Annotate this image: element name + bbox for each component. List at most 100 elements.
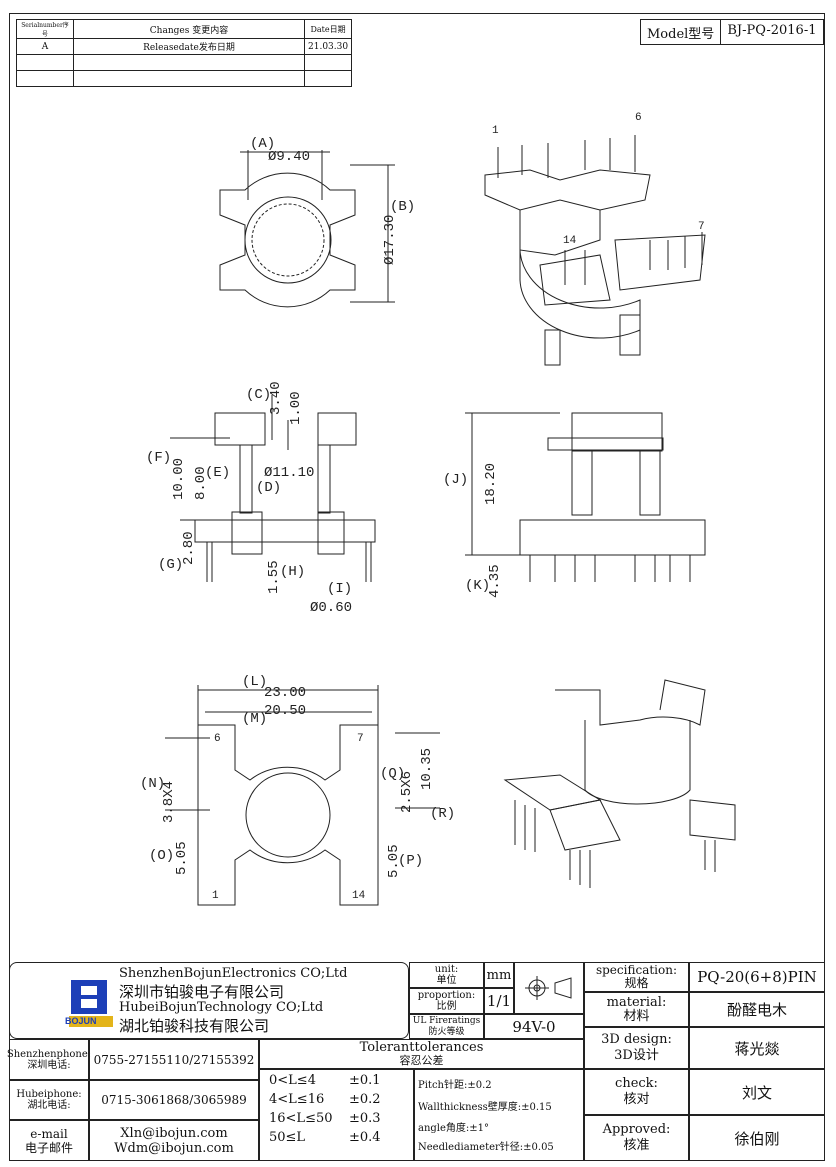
dim-e-label: (E) bbox=[205, 465, 230, 481]
dim-c-label: (C) bbox=[246, 387, 271, 403]
ul-label: UL Fireratings 防火等级 bbox=[409, 1014, 484, 1039]
dim-i-value: Ø0.60 bbox=[310, 600, 352, 616]
email-2: Wdm@ibojun.com bbox=[114, 1140, 234, 1156]
bottom-pin-14: 14 bbox=[352, 890, 366, 902]
dim-g-value: 2.80 bbox=[181, 531, 197, 565]
tol-range: 0<L≤4 bbox=[269, 1073, 316, 1088]
dim-a-label: (A) bbox=[250, 136, 275, 152]
model-value: BJ-PQ-2016-1 bbox=[727, 23, 817, 38]
dim-c-value: 3.40 bbox=[268, 381, 284, 415]
tol-range: 4<L≤16 bbox=[269, 1092, 325, 1107]
dim-p-label: (P) bbox=[398, 853, 423, 869]
dim-b-label: (B) bbox=[390, 199, 415, 215]
technical-drawing: (A) Ø9.40 (B) Ø17.30 1 6 7 14 (C) 3.40 1… bbox=[140, 112, 736, 906]
email-label: e-mail 电子邮件 bbox=[9, 1120, 89, 1161]
tol-value: ±0.2 bbox=[349, 1092, 381, 1107]
dim-e-value: 8.00 bbox=[193, 466, 209, 500]
proportion-value: 1/1 bbox=[484, 988, 514, 1014]
logo-text: BOJUN bbox=[65, 1016, 97, 1026]
pin-6-label: 6 bbox=[635, 112, 642, 124]
bottom-view bbox=[165, 685, 440, 906]
dim-h-value: 1.55 bbox=[266, 560, 282, 594]
design-value: 蒋光燚 bbox=[689, 1027, 825, 1069]
dim-d-label: (D) bbox=[256, 480, 281, 496]
dim-n-label: (N) bbox=[140, 776, 165, 792]
top-view bbox=[219, 150, 395, 308]
side-view-right bbox=[465, 412, 706, 582]
dim-a-value: Ø9.40 bbox=[268, 149, 310, 165]
tolerance-ranges-cell bbox=[259, 1069, 414, 1161]
projection-symbol bbox=[514, 962, 584, 1014]
unit-value: mm bbox=[484, 962, 514, 988]
dim-j-value: 18.20 bbox=[483, 463, 499, 505]
design-label: 3D design: 3D设计 bbox=[584, 1027, 689, 1069]
tol-range: 50≤L bbox=[269, 1130, 306, 1145]
bottom-pin-1: 1 bbox=[212, 890, 219, 902]
iso-view-top bbox=[484, 135, 706, 366]
dim-j-label: (J) bbox=[443, 472, 468, 488]
pin-1-label: 1 bbox=[492, 125, 499, 137]
rev-cell bbox=[303, 70, 353, 87]
model-label: Model型号 bbox=[641, 20, 722, 44]
tol-note: Wallthickness壁厚度:±0.15 bbox=[418, 1102, 552, 1113]
dim-m-label: (M) bbox=[242, 711, 267, 727]
tolerance-title-cn: 容忍公差 bbox=[399, 1054, 444, 1067]
email-1: Xln@ibojun.com bbox=[120, 1125, 228, 1141]
dim-l-label: (L) bbox=[242, 674, 267, 690]
tol-note: Needlediameter针径:±0.05 bbox=[418, 1142, 554, 1153]
material-value: 酚醛电木 bbox=[689, 992, 825, 1027]
bottom-pin-6: 6 bbox=[214, 733, 221, 745]
side-view-left bbox=[170, 395, 376, 582]
bojun-logo bbox=[69, 980, 113, 1027]
tol-value: ±0.4 bbox=[349, 1130, 381, 1145]
revision-table: Serialnumber序号 Changes 变更内容 Date日期 A Rel… bbox=[16, 19, 353, 87]
spec-label: specification: 规格 bbox=[584, 962, 689, 992]
dim-h-label: (H) bbox=[280, 564, 305, 580]
pin-7-label: 7 bbox=[698, 221, 705, 233]
projection-icon bbox=[525, 976, 572, 1000]
dim-k-value: 4.35 bbox=[487, 564, 503, 598]
dim-q2-value: 10.35 bbox=[419, 748, 435, 790]
pin-14-label: 14 bbox=[563, 235, 577, 247]
tol-value: ±0.3 bbox=[349, 1111, 381, 1126]
dim-k-label: (K) bbox=[465, 578, 490, 594]
tol-value: ±0.1 bbox=[349, 1073, 381, 1088]
model-box: Model型号 BJ-PQ-2016-1 bbox=[640, 19, 824, 45]
company-en-2: HubeiBojunTechnology CO;Ltd bbox=[119, 1000, 324, 1015]
hb-phone: 0715-3061868/3065989 bbox=[89, 1080, 259, 1120]
company-cn-1: 深圳市铂骏电子有限公司 bbox=[119, 983, 285, 1001]
iso-view-bottom bbox=[503, 679, 736, 888]
dim-m-value: 20.50 bbox=[264, 703, 306, 719]
company-cell bbox=[9, 962, 409, 1039]
tolerance-title: Toleranttolerances bbox=[359, 1040, 484, 1055]
unit-label: unit: 单位 bbox=[409, 962, 484, 988]
dim-q-value: 2.5X6 bbox=[399, 771, 415, 813]
title-block: BOJUN ShenzhenBojunElectronics CO;Ltd 深圳… bbox=[7, 962, 825, 1161]
proportion-label: proportion: 比例 bbox=[409, 988, 484, 1014]
approved-value: 徐伯刚 bbox=[689, 1115, 825, 1161]
dim-o-value: 5.05 bbox=[174, 841, 190, 875]
company-cn-2: 湖北铂骏科技有限公司 bbox=[119, 1017, 270, 1035]
sz-phone-label: Shenzhenphone: 深圳电话: bbox=[7, 1039, 91, 1080]
tol-range: 16<L≤50 bbox=[269, 1111, 333, 1126]
check-label: check: 核对 bbox=[584, 1069, 689, 1115]
sz-phone: 0755-27155110/27155392 bbox=[89, 1039, 259, 1080]
email-cell: Xln@ibojun.com Wdm@ibojun.com bbox=[89, 1120, 259, 1161]
dim-i-label: (I) bbox=[327, 581, 352, 597]
tol-note: angle角度:±1° bbox=[418, 1123, 490, 1134]
dim-f-value: 10.00 bbox=[171, 458, 187, 500]
dim-n-value: 3.8X4 bbox=[161, 781, 177, 823]
dim-f-label: (F) bbox=[146, 450, 171, 466]
tol-note: Pitch针距:±0.2 bbox=[418, 1080, 492, 1091]
dim-g-label: (G) bbox=[158, 557, 183, 573]
ul-value: 94V-0 bbox=[484, 1014, 584, 1039]
company-en-1: ShenzhenBojunElectronics CO;Ltd bbox=[119, 966, 348, 981]
dim-d-value: Ø11.10 bbox=[264, 465, 314, 481]
dim-c2-value: 1.00 bbox=[288, 391, 304, 425]
approved-label: Approved: 核准 bbox=[584, 1115, 689, 1161]
spec-value: PQ-20(6+8)PIN bbox=[689, 962, 825, 992]
dim-l-value: 23.00 bbox=[264, 685, 306, 701]
tolerance-header: Toleranttolerances 容忍公差 bbox=[259, 1039, 584, 1069]
dim-b-value: Ø17.30 bbox=[382, 215, 398, 265]
hb-phone-label: Hubeiphone: 湖北电话: bbox=[9, 1080, 89, 1120]
